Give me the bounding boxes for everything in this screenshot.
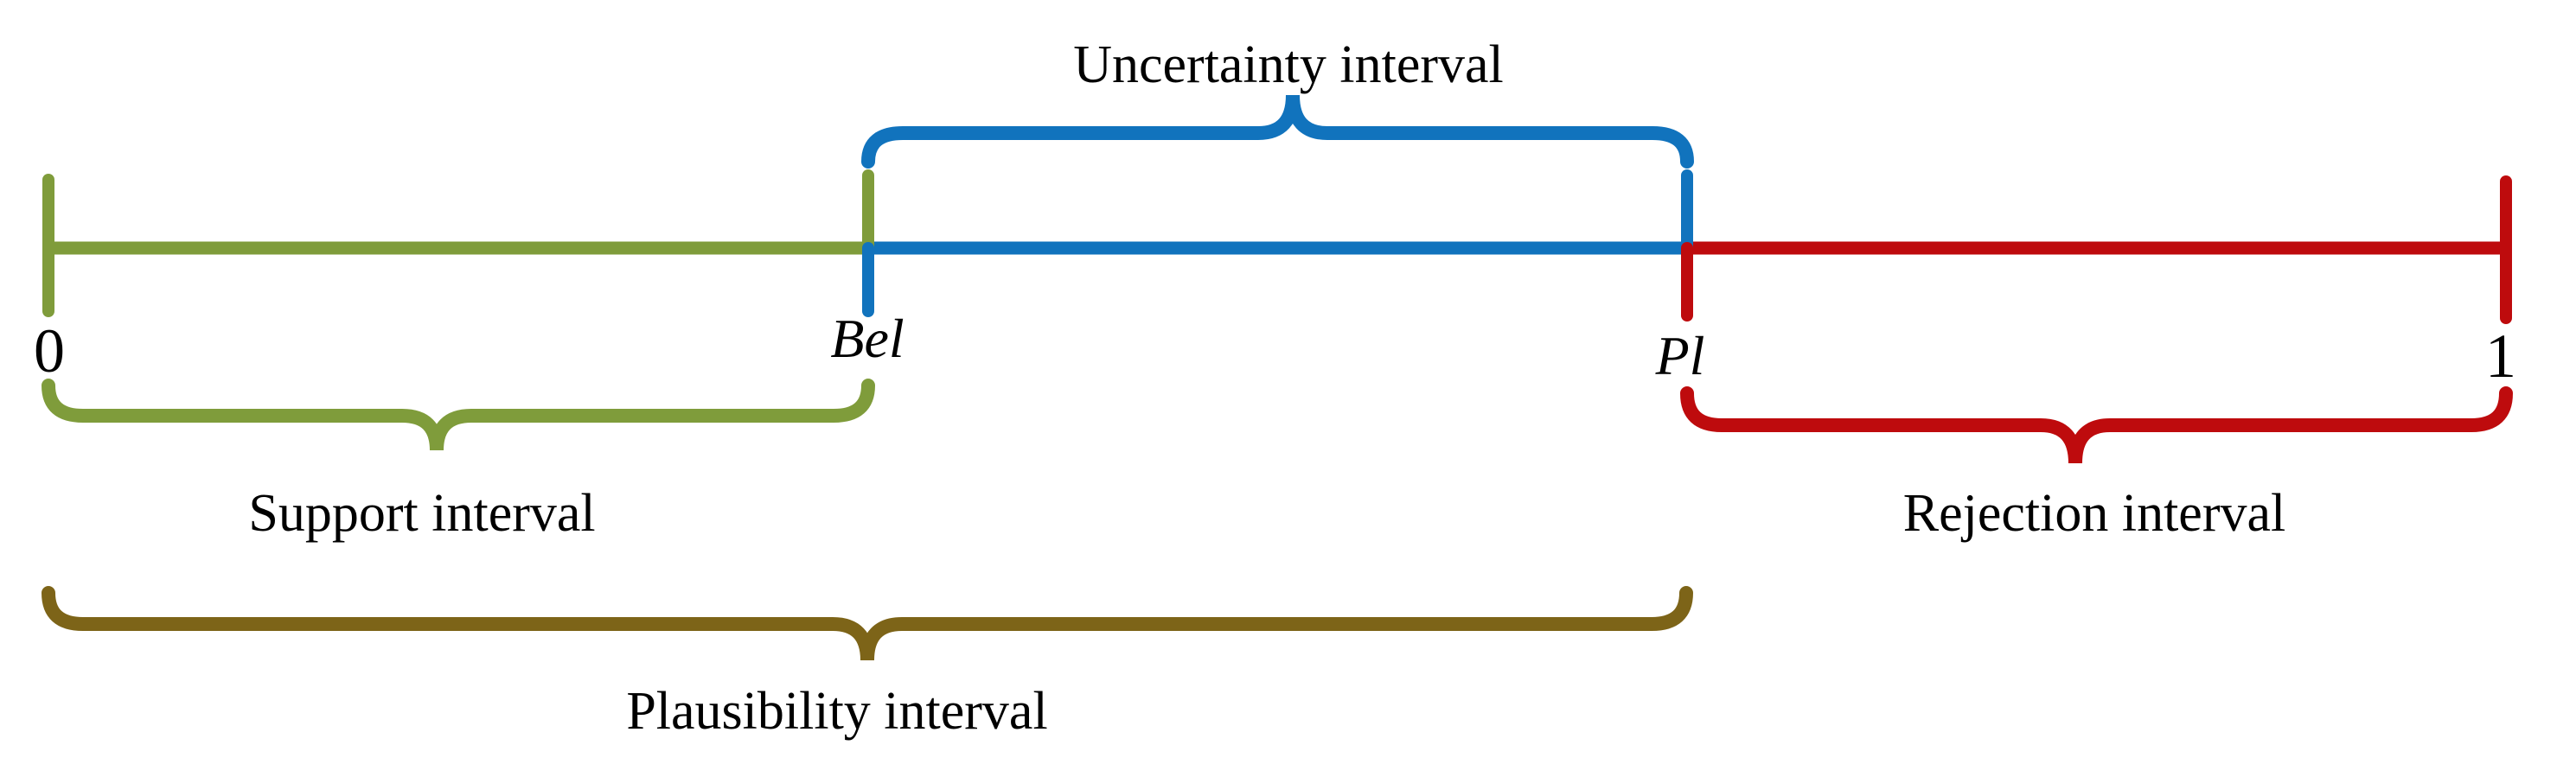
rejection-interval-label: Rejection interval (1903, 484, 2285, 543)
pl-label: Pl (1655, 325, 1705, 386)
zero-label: 0 (34, 316, 65, 385)
uncertainty-interval-label: Uncertainty interval (1073, 35, 1504, 94)
rejection-brace (1680, 386, 2513, 464)
support-interval-label: Support interval (248, 484, 595, 543)
one-label: 1 (2485, 322, 2516, 391)
support-brace (42, 379, 875, 451)
bel-label: Bel (830, 308, 904, 369)
uncertainty-brace (861, 94, 1694, 169)
plausibility-brace (42, 586, 1693, 661)
plausibility-interval-label: Plausibility interval (626, 682, 1047, 741)
